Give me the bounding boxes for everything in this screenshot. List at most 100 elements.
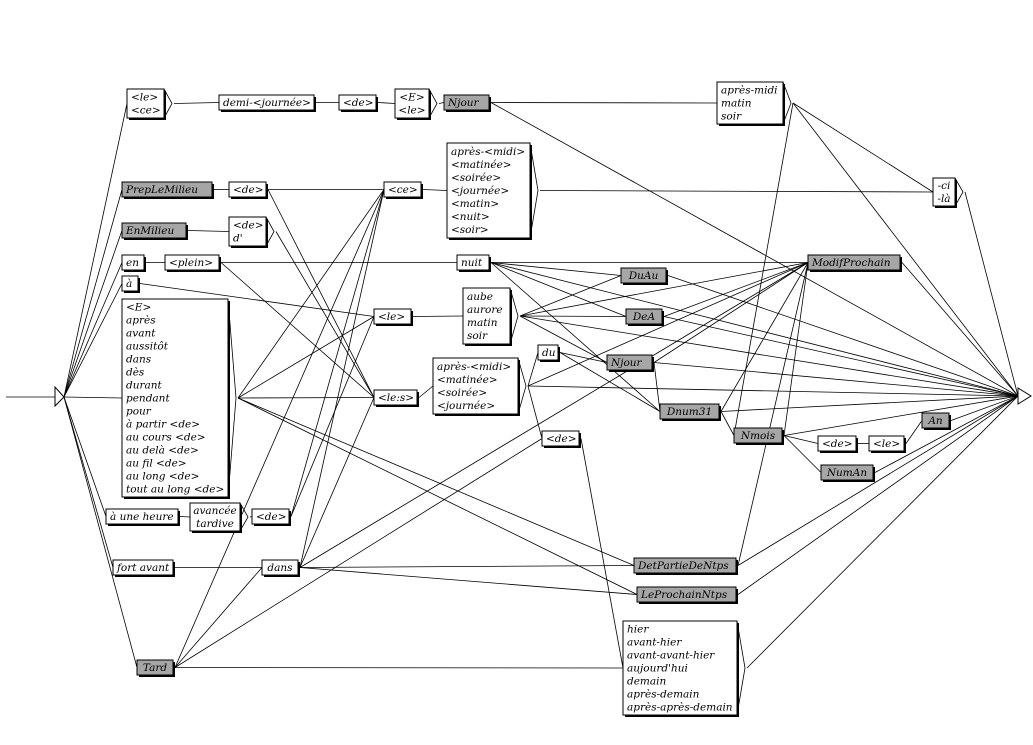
node-apres-midi-matin-soir-label: après-midi — [721, 85, 778, 97]
node-preposition-list-label: à partir <de> — [126, 419, 200, 431]
edge-le-to-aube_list — [412, 315, 464, 317]
node-dans-label: dans — [267, 562, 293, 574]
edge-dans-to-le_prochain — [299, 567, 638, 595]
node-apres-midi-matin-soir-output-marker — [782, 81, 792, 125]
node-dans: dans — [261, 559, 300, 577]
edge-tard-to-ce — [174, 189, 385, 668]
node-preposition-list-label: aussitôt — [126, 341, 169, 353]
node-aube-list-label: matin — [467, 317, 498, 329]
node-an: An — [921, 412, 951, 430]
node-preposition-list-label: pour — [126, 406, 152, 418]
edge-apres_list_1-to-ci_la — [539, 190, 934, 193]
node-preposition-list-label: dans — [126, 354, 152, 366]
node-les-label: <le:s> — [378, 392, 414, 404]
node-de-2: <de> — [228, 181, 268, 199]
node-a-une-heure: à une heure — [105, 508, 180, 526]
edge-dans-to-det_partie — [299, 565, 635, 568]
node-fort-avant-label: fort avant — [116, 562, 170, 574]
node-e-le: <E><le> — [394, 88, 438, 120]
node-hier-list-label: après-après-demain — [627, 702, 733, 714]
node-avancee-tardive-label: tardive — [196, 518, 234, 530]
edge-modif_prochain-to-F — [901, 262, 1019, 397]
node-en-label: en — [126, 257, 139, 269]
node-ce: <ce> — [383, 181, 423, 199]
edge-S-to-a — [63, 283, 123, 398]
edge-e_le-to-njour1 — [438, 102, 445, 104]
node-le-ce-label: <le> — [131, 92, 158, 104]
edge-big_list-to-le_prochain — [237, 397, 638, 595]
node-en-milieu: EnMilieu — [121, 222, 188, 240]
node-njour-2: Njour — [606, 354, 654, 372]
node-fort-avant: fort avant — [112, 559, 175, 577]
node-nuit-label: nuit — [461, 257, 483, 269]
node-preposition-list-label: pendant — [126, 393, 170, 405]
node-le-prochain-ntps-label: LeProchainNtps — [640, 589, 728, 601]
edge-apres_midi_matin_soir-to-F — [792, 102, 1019, 397]
edge-num_an-to-F — [874, 395, 1019, 473]
node-nuit: nuit — [456, 254, 491, 272]
node-apres-list-2-label: <journée> — [437, 400, 495, 412]
edge-dnum31-to-F — [720, 395, 1019, 412]
graph-nodes: <le><ce>demi-<journée><de><E><le>Njourap… — [105, 81, 964, 717]
edge-nuit-to-F — [490, 262, 1019, 397]
node-apres-list-2-label: <soirée> — [437, 387, 487, 399]
node-hier-list-output-marker — [736, 620, 746, 716]
node-prep-le-milieu: PrepLeMilieu — [121, 181, 214, 199]
node-det-partie-de-ntps-label: DetPartieDeNtps — [637, 560, 729, 572]
node-preposition-list: <E>aprèsavantaussitôtdansdèsdurantpendan… — [121, 298, 237, 499]
node-de-d: <de>d' — [228, 216, 275, 248]
edge-big_list-to-ce — [237, 189, 385, 399]
edge-a_une_heure-to-avancee_tardive — [179, 516, 191, 518]
node-hier-list: hieravant-hieravant-avant-hieraujourd'hu… — [622, 620, 746, 717]
edge-det_partie-to-F — [737, 395, 1019, 566]
edge-de4-to-hier_list — [580, 438, 624, 669]
edge-aube_list-to-njour2 — [519, 315, 608, 363]
node-preposition-list-label: avant — [126, 328, 156, 340]
edge-nmois-to-modif_prochain — [783, 262, 809, 436]
node-le: <le> — [373, 308, 413, 326]
node-de-4-label: <de> — [546, 433, 577, 445]
node-a: à — [121, 275, 140, 293]
edge-nmois-to-de5 — [783, 435, 819, 444]
node-du-au: DuAu — [620, 267, 668, 285]
node-apres-list-1-label: <nuit> — [451, 211, 490, 223]
node-de-2-label: <de> — [233, 184, 264, 196]
node-preposition-list-label: au cours <de> — [126, 432, 206, 444]
edge-aube_list-to-F — [519, 315, 1019, 397]
edge-de_a-to-F — [663, 316, 1019, 397]
node-hier-list-label: après-demain — [627, 689, 700, 701]
initial-state-arrow — [54, 385, 65, 408]
edge-le2-to-an — [905, 420, 923, 444]
node-aube-list-output-marker — [509, 287, 519, 345]
edge-S-to-big_list — [63, 396, 123, 399]
edge-big_list-to-les — [237, 397, 375, 399]
node-apres-list-1-output-marker — [529, 142, 539, 239]
node-de-d-label: d' — [233, 233, 243, 245]
node-preposition-list-label: au fil <de> — [126, 458, 187, 470]
edge-njour2-to-dnum31 — [653, 362, 661, 412]
node-de-3: <de> — [251, 508, 291, 526]
node-njour-2-label: Njour — [610, 357, 643, 369]
node-apres-list-1-label: <soir> — [451, 224, 489, 236]
edge-du_au-to-F — [667, 275, 1019, 397]
edge-aube_list-to-de_a — [519, 315, 627, 317]
edge-ci_la-to-F — [964, 191, 1019, 397]
edge-dnum31-to-modif_prochain — [720, 262, 809, 412]
node-le-prochain-ntps: LeProchainNtps — [636, 586, 738, 604]
edge-hier_list-to-F — [746, 395, 1019, 669]
node-le-label: <le> — [378, 311, 405, 323]
edge-nmois-to-num_an — [783, 435, 822, 473]
node-njour-1-label: Njour — [447, 97, 480, 109]
node-aube-list-label: soir — [467, 330, 488, 342]
node-avancee-tardive-label: avancée — [193, 505, 237, 517]
node-aube-list-label: aube — [467, 291, 493, 303]
node-tard: Tard — [136, 659, 175, 677]
edge-S-to-en_milieu — [63, 230, 123, 398]
edge-apres_midi_matin_soir-to-nmois — [733, 102, 794, 436]
node-prep-le-milieu-label: PrepLeMilieu — [125, 184, 198, 196]
node-apres-list-2-label: <matinée> — [437, 374, 498, 386]
edge-plein-to-les — [220, 262, 375, 398]
edge-apres_list_2-to-modif_prochain — [527, 262, 809, 387]
node-modif-prochain-label: ModifProchain — [811, 257, 891, 269]
node-apres-list-1-label: <matinée> — [451, 159, 512, 171]
